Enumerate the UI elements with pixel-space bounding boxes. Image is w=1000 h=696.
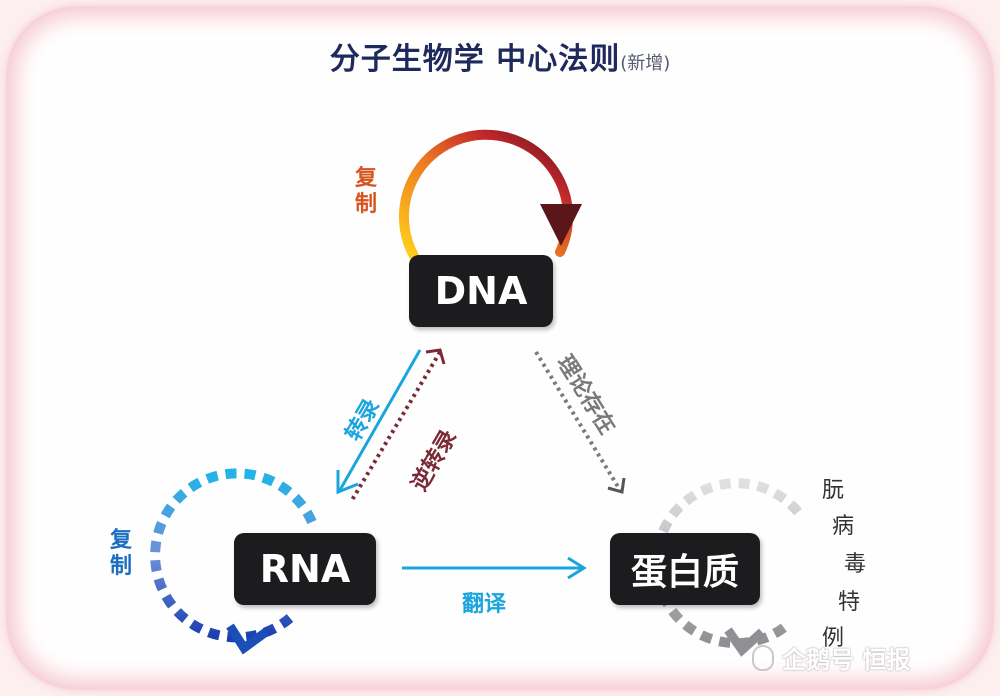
penguin-icon xyxy=(752,644,774,671)
prion-char-4: 特 xyxy=(837,590,860,615)
watermark-text: 企鹅号 恒报 xyxy=(782,646,911,674)
dna-replication-text: 复制 xyxy=(354,166,377,217)
dna-node: DNA xyxy=(409,255,553,327)
prion-char-3: 毒 xyxy=(843,552,866,577)
translation-label: 翻译 xyxy=(462,592,507,617)
dna-replication-loop xyxy=(399,129,573,261)
reverse-transcription-arrow xyxy=(350,350,442,502)
theoretical-arrowhead xyxy=(607,477,626,494)
protein-node: 蛋白质 xyxy=(610,533,760,605)
transcription-arrow xyxy=(338,349,422,491)
page-title: 分子生物学 中心法则(新增) xyxy=(0,34,1000,78)
prion-arrowhead xyxy=(724,627,766,657)
transcription-arrowhead xyxy=(336,470,359,495)
theoretical-arrow xyxy=(534,350,622,492)
dna-replication-label: 复制 xyxy=(353,166,379,218)
title-main: 分子生物学 中心法则 xyxy=(329,42,621,77)
dna-replication-arrowhead xyxy=(540,204,582,246)
prion-char-2: 病 xyxy=(831,514,854,539)
rounded-frame xyxy=(6,6,994,690)
prion-char-1: 朊 xyxy=(821,478,844,503)
reverse-transcription-arrowhead xyxy=(425,348,446,365)
rna-replication-loop xyxy=(150,468,317,643)
rna-replication-text: 复制 xyxy=(109,528,132,579)
rna-replication-label: 复制 xyxy=(108,528,134,580)
translation-arrowhead xyxy=(567,556,587,580)
rna-node: RNA xyxy=(234,533,376,605)
watermark: 企鹅号 恒报 xyxy=(752,640,910,675)
title-sub: (新增) xyxy=(620,53,671,74)
prion-loop xyxy=(651,478,802,649)
rna-replication-arrowhead xyxy=(226,623,269,655)
prion-char-5: 例 xyxy=(821,626,844,651)
